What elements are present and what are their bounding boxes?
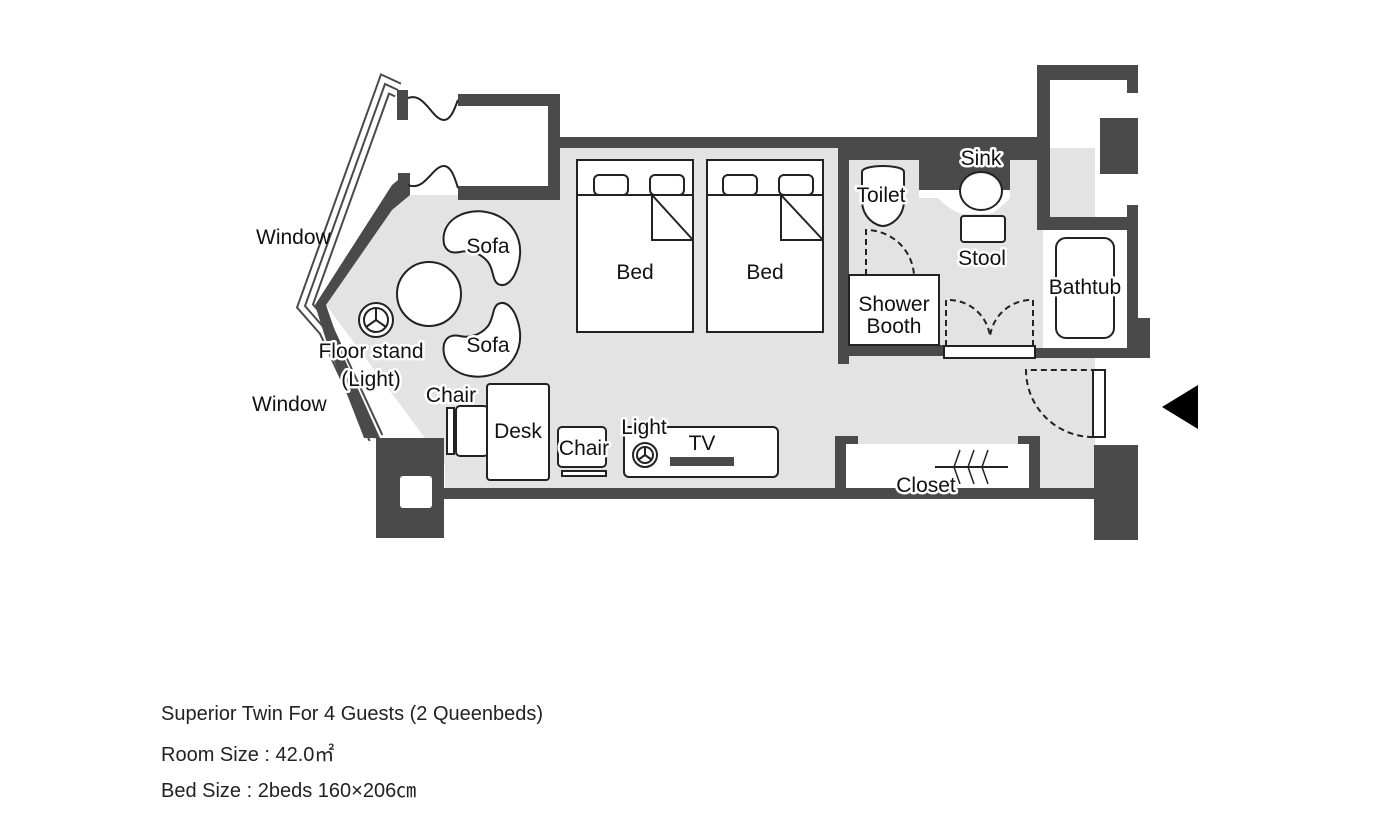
room-name: Superior Twin For 4 Guests (2 Queenbeds) xyxy=(161,703,544,725)
bath-threshold xyxy=(943,345,1036,359)
shower-label: Shower xyxy=(858,293,929,316)
window-upper-label: Window xyxy=(256,226,332,249)
sink xyxy=(959,171,1003,211)
chair-right-label: Chair xyxy=(559,437,609,460)
floor-stand-sublabel: (Light) xyxy=(341,368,401,391)
entrance-arrow-icon xyxy=(1162,385,1198,429)
bathtub xyxy=(1043,230,1127,348)
round-table xyxy=(396,261,462,327)
closet-label: Closet xyxy=(896,474,956,497)
sink-label: Sink xyxy=(961,147,1002,170)
utility-fixture xyxy=(1100,118,1138,174)
corner-column xyxy=(400,476,432,508)
desk-label: Desk xyxy=(494,420,542,443)
window-lower-label: Window xyxy=(252,393,328,416)
sofa-upper-label: Sofa xyxy=(466,235,510,258)
entrance-door xyxy=(1024,369,1106,438)
bathtub-label: Bathtub xyxy=(1049,276,1121,299)
tv xyxy=(670,457,734,466)
desk xyxy=(486,383,550,481)
bed-left-label: Bed xyxy=(616,261,653,284)
walls xyxy=(376,65,1150,540)
light-label: Light xyxy=(621,416,667,439)
sofa-upper xyxy=(442,210,521,286)
floor-stand-label: Floor stand xyxy=(318,340,423,363)
bed-left xyxy=(576,159,694,333)
shower-booth xyxy=(848,228,940,346)
closet xyxy=(846,444,1029,488)
sofa-lower xyxy=(442,302,521,378)
chair-left-label: Chair xyxy=(426,384,476,407)
toilet-label: Toilet xyxy=(856,184,905,207)
bed-size: Bed Size : 2beds 160×206㎝ xyxy=(161,780,417,802)
desk-chair-left xyxy=(446,405,489,457)
window-frame xyxy=(295,73,459,442)
floor-plan: Window Window Sofa Sofa Floor stand (Lig… xyxy=(252,65,1198,540)
tv-stand xyxy=(623,426,779,478)
desk-chair-right xyxy=(557,426,607,477)
tv-label: TV xyxy=(689,432,716,455)
sofa-lower-label: Sofa xyxy=(466,334,510,357)
bed-right-label: Bed xyxy=(746,261,783,284)
stool xyxy=(960,215,1006,243)
toilet xyxy=(861,165,905,228)
bed-right xyxy=(706,159,824,333)
bath-door xyxy=(945,298,1034,346)
floor-lamp-icon xyxy=(358,302,394,338)
room-size: Room Size : 42.0㎡ xyxy=(161,744,335,766)
desk-light-icon xyxy=(632,442,658,468)
stool-label: Stool xyxy=(958,247,1006,270)
shower-sublabel: Booth xyxy=(867,315,922,338)
